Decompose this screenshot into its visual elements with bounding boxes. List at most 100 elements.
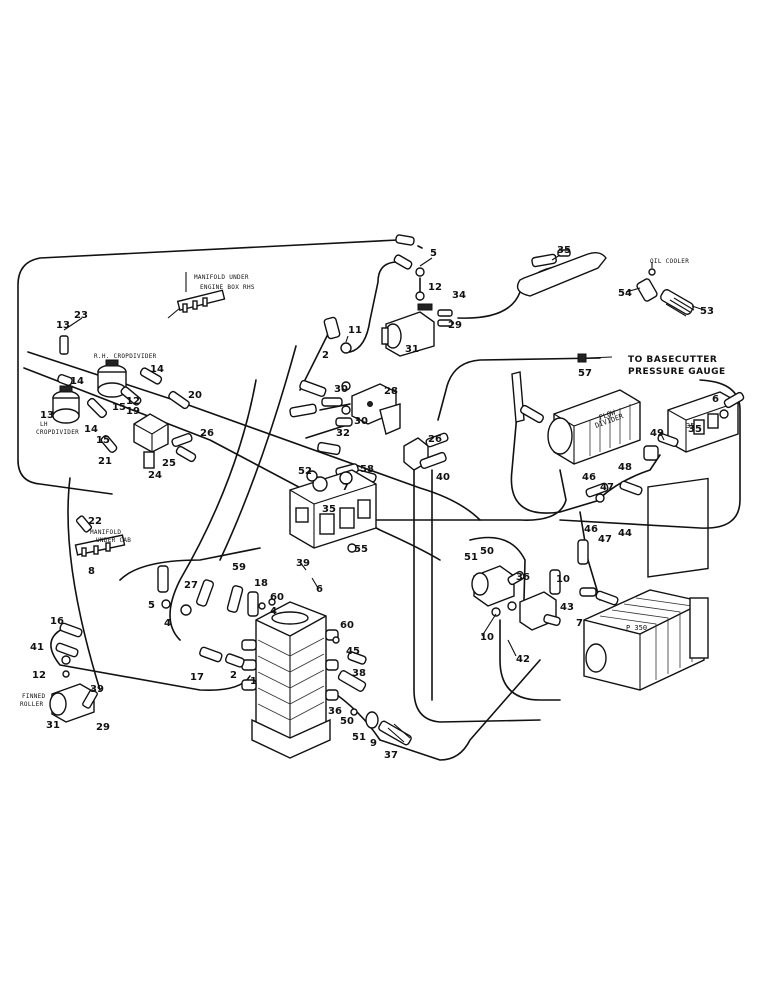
hose-lower-loop-2 [67,477,101,691]
fitting-cluster-left [57,367,197,463]
callout-59: 59 [232,562,246,573]
fittings-stack-right [332,636,412,746]
callout-40: 40 [436,472,450,483]
note-manifold-cab-1: MANIFOLD [90,529,121,536]
callout-35c: 35 [688,424,702,435]
callout-14c: 14 [84,424,98,435]
hose-mid-right [339,469,567,521]
callout-13b: 13 [40,410,54,421]
callout-29b: 29 [96,722,110,733]
callout-60a: 60 [270,592,284,603]
fittings-pump-left [507,569,619,631]
pump-p350 [583,477,709,691]
note-rh-cropdivider: R.H. CROPDIVIDER [94,353,157,360]
callout-32: 32 [336,428,350,439]
note-basecutter-1: TO BASECUTTER [628,355,717,365]
callout-45: 45 [346,646,360,657]
callout-38: 38 [352,668,366,679]
callout-55: 55 [354,544,368,555]
callout-9: 9 [370,738,377,749]
hose-to-28 [319,403,351,411]
fittings-26-40 [317,432,449,483]
callout-26b: 26 [428,434,442,445]
fittings-left-bottom [55,622,83,678]
callout-19: 19 [126,406,140,417]
callout-7a: 7 [342,482,349,493]
callout-51a: 51 [464,552,478,563]
hose-2-11 [299,329,331,391]
hose-lower-loop-3 [119,547,261,581]
callout-2b: 2 [230,670,237,681]
callout-5a: 5 [430,248,437,259]
callout-57: 57 [578,368,592,379]
manifold-engine-box [167,272,226,319]
note-lh-cropdivider-2: CROPDIVIDER [36,429,79,436]
callout-36b: 36 [328,706,342,717]
callout-58: 58 [360,464,374,475]
leader-lines [299,254,705,657]
callout-60b: 60 [340,620,354,631]
bracket-28 [351,383,401,435]
hose-42 [499,619,561,701]
callout-36a: 36 [516,572,530,583]
control-valve-24 [133,413,169,469]
note-pump-p350: P 350 [626,624,647,632]
callout-17: 17 [190,672,204,683]
hose-top-to-motor [349,261,399,353]
callout-31b: 31 [46,720,60,731]
callout-37: 37 [384,750,398,761]
finned-roller-motor [49,683,98,723]
callout-24: 24 [148,470,162,481]
callout-18: 18 [254,578,268,589]
hose-basecutter-gauge [437,357,601,421]
hose-upper-to-rh-divider [417,245,423,249]
note-manifold-rhs-1: MANIFOLD UNDER [194,274,249,281]
callout-41: 41 [30,642,44,653]
callout-20: 20 [188,390,202,401]
callout-51b: 51 [352,732,366,743]
hose-sweep-to-block [169,379,257,641]
callout-27: 27 [184,580,198,591]
callout-50b: 50 [340,716,354,727]
callout-39b: 39 [90,684,104,695]
hose-bottom-return [329,659,541,761]
callout-12c: 12 [32,670,46,681]
callout-30b: 30 [354,416,368,427]
callout-16: 16 [50,616,64,627]
callout-11: 11 [348,325,362,336]
hose-50-36 [469,536,526,601]
callout-43: 43 [560,602,574,613]
callout-25: 25 [162,458,176,469]
callout-1: 1 [250,676,257,687]
hose-flow-divider-to-valve [599,454,661,499]
note-finned-roller-2: ROLLER [20,701,44,708]
gauge-fitting-57 [577,353,587,363]
callout-35b: 35 [322,504,336,515]
hose-lower-left-loop [50,627,251,692]
callout-53: 53 [700,306,714,317]
callout-49: 49 [650,428,664,439]
note-manifold-cab-2: UNDER CAB [96,537,131,544]
callout-5b: 5 [148,600,155,611]
callout-22: 22 [88,516,102,527]
lh-cropdivider-motor [52,385,80,424]
valve-block-35 [289,469,377,553]
callout-2a: 2 [322,350,329,361]
manifold-under-cab [74,515,126,557]
hose-long-sweep [27,351,481,521]
callout-4a: 4 [164,618,171,629]
main-valve-stack [241,601,339,759]
callout-47a: 47 [600,482,614,493]
callout-39a: 39 [296,558,310,569]
callout-10b: 10 [480,632,494,643]
callout-6b: 6 [316,584,323,595]
hose-central-vertical [413,469,541,723]
motor-31-top [381,303,435,357]
callout-8: 8 [88,566,95,577]
callout-21: 21 [98,456,112,467]
callout-29a: 29 [448,320,462,331]
callout-6a: 6 [712,394,719,405]
note-valve-tag: 35 [686,422,694,430]
fitting-13-23 [59,317,83,355]
fittings-top [393,234,607,327]
